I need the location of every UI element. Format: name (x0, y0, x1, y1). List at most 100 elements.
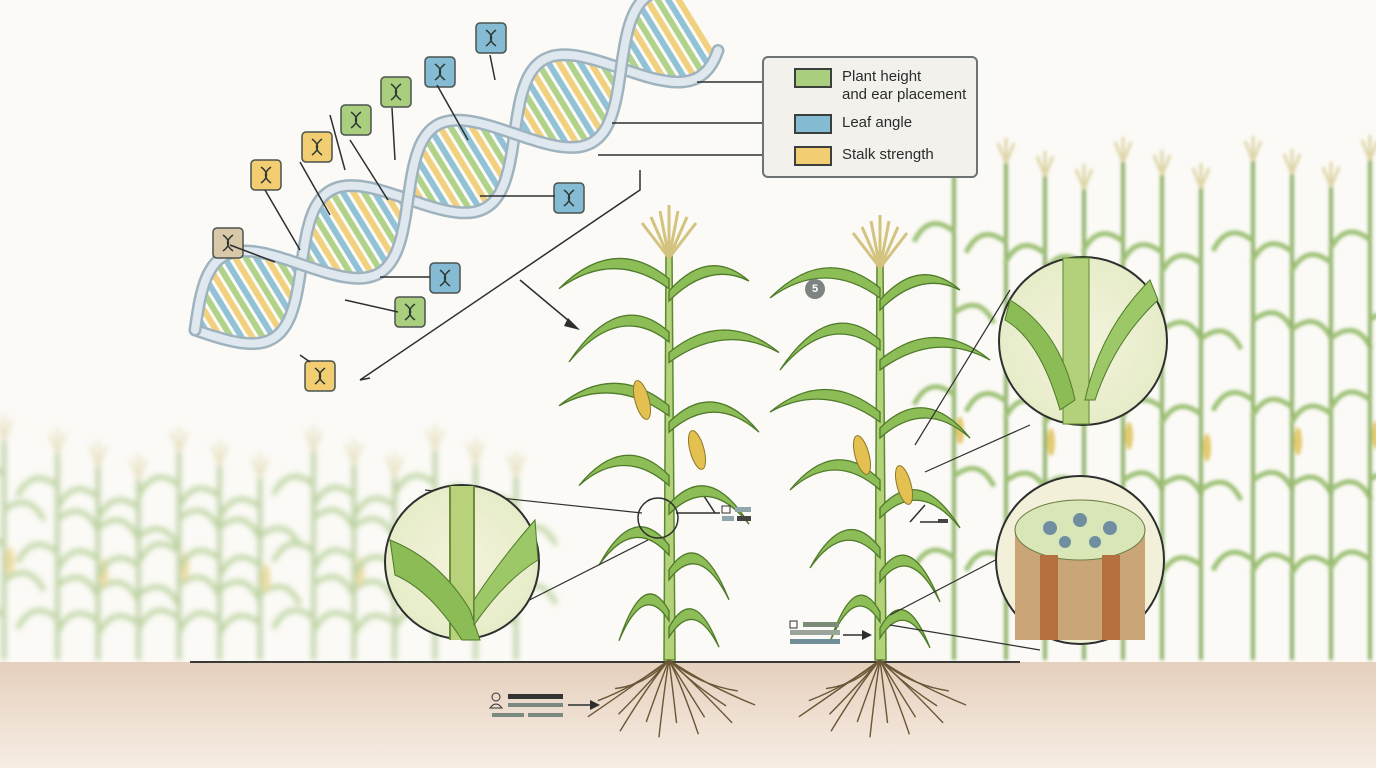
bg-tassel (1035, 151, 1055, 177)
bg-tassel (0, 415, 14, 441)
legend-item-leaf-angle: Leaf angle (794, 114, 912, 134)
leaf-collar-magnifier (384, 484, 679, 641)
bg-leaf (952, 465, 997, 488)
root (587, 659, 670, 718)
bg-leaf (15, 541, 60, 564)
dna-base-pair (314, 200, 367, 281)
bg-tassel (425, 425, 445, 451)
annotation-placeholders (488, 505, 948, 717)
bg-tassel (210, 440, 229, 466)
stalk-cross-section-magnifier (889, 475, 1165, 651)
bg-tassel (48, 428, 67, 454)
corn-ear (852, 435, 872, 475)
soil (0, 662, 1376, 768)
bg-leaf (55, 548, 100, 571)
dna-base-pair (435, 121, 492, 210)
tassel-branch (878, 220, 891, 269)
bg-leaf (963, 391, 1008, 413)
bg-tassel (1282, 149, 1302, 175)
bg-ear (1372, 421, 1376, 449)
bg-leaf (55, 610, 100, 633)
dna-base-pair (464, 117, 508, 185)
dna-base-pair (643, 0, 699, 82)
bg-leaf (15, 475, 60, 498)
bg-leaf (96, 497, 141, 520)
leaf (879, 554, 941, 603)
bg-tassel (385, 452, 404, 478)
bg-leaf (177, 548, 222, 570)
bg-leaf (96, 613, 141, 635)
dna-glyph-icon (485, 29, 497, 47)
bg-leaf (1160, 474, 1205, 497)
leaf (879, 336, 991, 372)
bg-leaf (311, 574, 356, 596)
bg-leaf (1119, 242, 1164, 264)
leaf (879, 274, 961, 312)
root (879, 659, 889, 724)
dna-base-pair (309, 209, 357, 282)
bg-leaf (136, 526, 181, 549)
bg-leaf (1290, 319, 1335, 341)
leaf (578, 454, 670, 487)
dna-base-pair (346, 182, 397, 261)
legend-label-line1: Plant height (842, 68, 922, 85)
dna-base-pair (416, 142, 464, 216)
dna-glyph-icon (434, 63, 446, 81)
root (879, 659, 917, 718)
bg-leaf (352, 612, 397, 635)
leaf (668, 485, 750, 525)
bg-leaf (1327, 389, 1372, 412)
root (856, 659, 881, 723)
leaf (558, 257, 670, 290)
bg-leaf (352, 516, 397, 538)
stalk (874, 259, 887, 661)
tassel-branch (851, 232, 882, 269)
tassel-branch (667, 210, 680, 259)
corn-plant-left (558, 205, 780, 738)
bg-ear (1294, 427, 1302, 456)
bg-leaf (1290, 474, 1335, 497)
bg-leaf (96, 579, 141, 602)
dna-base-pair (523, 76, 572, 151)
connector-lines (229, 54, 945, 706)
dna-base-pair (631, 9, 680, 86)
bg-leaf (1210, 230, 1255, 253)
leaf (668, 329, 780, 364)
bg-leaf (963, 232, 1008, 254)
bg-leaf (911, 384, 956, 406)
bg-leaf (55, 575, 100, 597)
dna-base-pair (249, 248, 295, 318)
dna-base-pair (327, 187, 385, 276)
leaf (879, 608, 931, 649)
dna-base-pair (261, 250, 298, 307)
bg-tassel (1113, 137, 1133, 163)
bg-leaf (1158, 253, 1203, 275)
leaf (769, 388, 881, 424)
bg-leaf (1288, 403, 1333, 426)
bg-leaf (271, 473, 316, 496)
dna-strand-highlight (191, 0, 649, 334)
corn-ear (632, 380, 652, 420)
tassel-branch (640, 222, 671, 259)
bg-tassel (466, 438, 485, 464)
bg-leaf (2, 570, 47, 592)
bg-leaf (352, 495, 397, 518)
bg-leaf (258, 584, 303, 606)
dna-base-pair (320, 192, 377, 280)
tassel-branch (667, 222, 698, 259)
bg-leaf (1080, 231, 1125, 253)
bg-leaf (911, 221, 956, 243)
dna-base-pair (542, 55, 599, 144)
bg-tassel (250, 453, 270, 479)
bg-leaf (952, 302, 997, 325)
legend-item-plant-height: Plant height and ear placement (794, 68, 966, 104)
dna-base-pair (654, 0, 707, 78)
bg-leaf (96, 555, 141, 578)
dna-base-pair (428, 126, 484, 214)
bg-leaf (1368, 313, 1376, 323)
root (798, 659, 881, 718)
dna-base-pair (220, 253, 277, 341)
dna-base-pair (572, 52, 615, 118)
leaf (568, 314, 670, 363)
bg-leaf (1288, 554, 1333, 577)
